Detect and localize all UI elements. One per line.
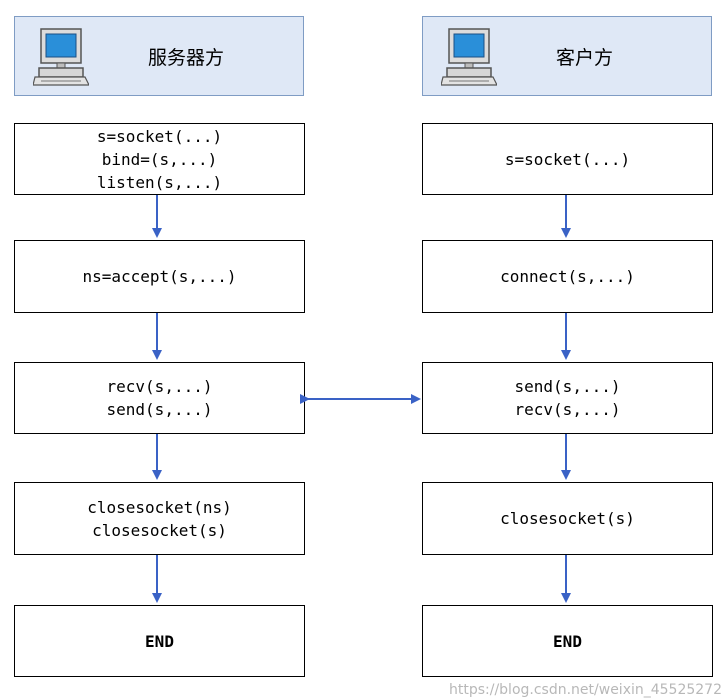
code-line: closesocket(s) — [500, 509, 635, 528]
client-step-send-recv: send(s,...) recv(s,...) — [422, 362, 713, 434]
server-title: 服务器方 — [148, 46, 225, 69]
code-line: s=socket(...) — [96, 126, 223, 146]
server-step-socket-bind-listen: s=socket(...) bind=(s,...) listen(s,...) — [14, 123, 305, 195]
code-line: closesocket(ns) — [87, 497, 232, 517]
code-line: recv(s,...) — [514, 400, 621, 419]
computer-icon — [440, 27, 498, 91]
computer-icon — [32, 27, 90, 91]
code-line: send(s,...) — [514, 377, 621, 396]
client-step-connect: connect(s,...) — [422, 240, 713, 313]
server-step-end: END — [14, 605, 305, 677]
code-line: listen(s,...) — [96, 172, 223, 192]
server-step-closesocket: closesocket(ns) closesocket(s) — [14, 482, 305, 555]
client-step-socket: s=socket(...) — [422, 123, 713, 195]
client-step-end: END — [422, 605, 713, 677]
code-line: bind=(s,...) — [101, 149, 218, 169]
code-line: END — [553, 631, 582, 651]
code-line: closesocket(s) — [92, 520, 227, 540]
code-line: END — [145, 631, 174, 651]
client-title: 客户方 — [556, 46, 614, 69]
server-step-recv-send: recv(s,...) send(s,...) — [14, 362, 305, 434]
code-line: recv(s,...) — [106, 377, 213, 396]
watermark: https://blog.csdn.net/weixin_45525272 — [448, 682, 722, 698]
code-line: connect(s,...) — [500, 267, 635, 286]
code-line: send(s,...) — [106, 400, 213, 419]
code-line: ns=accept(s,...) — [82, 267, 237, 286]
code-line: s=socket(...) — [504, 149, 631, 169]
server-header: 服务器方 — [14, 16, 304, 96]
client-header: 客户方 — [422, 16, 712, 96]
server-step-accept: ns=accept(s,...) — [14, 240, 305, 313]
client-step-closesocket: closesocket(s) — [422, 482, 713, 555]
